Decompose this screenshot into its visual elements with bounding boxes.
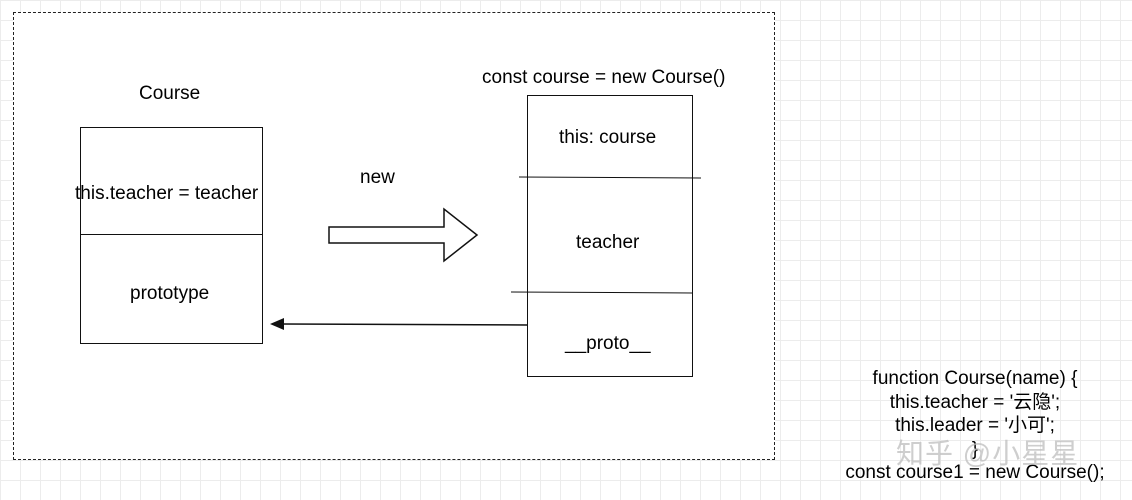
new-block-arrow	[328, 207, 479, 263]
course-teacher-row: this.teacher = teacher	[75, 183, 259, 204]
code-line: this.leader = '小可';	[895, 415, 1055, 436]
code-line: function Course(name) {	[872, 368, 1078, 389]
proto-arrowhead	[270, 318, 284, 330]
code-line: const course1 = new Course();	[845, 462, 1105, 483]
instance-box	[527, 95, 693, 377]
course-prototype-row: prototype	[130, 283, 210, 304]
course-box	[80, 127, 263, 344]
course-title: Course	[139, 83, 201, 104]
instance-proto-row: __proto__	[565, 333, 651, 354]
proto-arrow-line	[281, 323, 528, 326]
instance-title: const course = new Course()	[482, 67, 726, 88]
new-label: new	[360, 167, 395, 188]
code-line: this.teacher = '云隐';	[889, 391, 1061, 413]
instance-this-row: this: course	[559, 127, 657, 148]
instance-teacher-row: teacher	[576, 232, 640, 253]
code-line: }	[971, 438, 979, 460]
course-divider	[80, 234, 263, 235]
zhihu-watermark: 知乎 @小星星	[896, 438, 1080, 469]
code-snippet: function Course(name) { this.teacher = '…	[820, 367, 1130, 485]
